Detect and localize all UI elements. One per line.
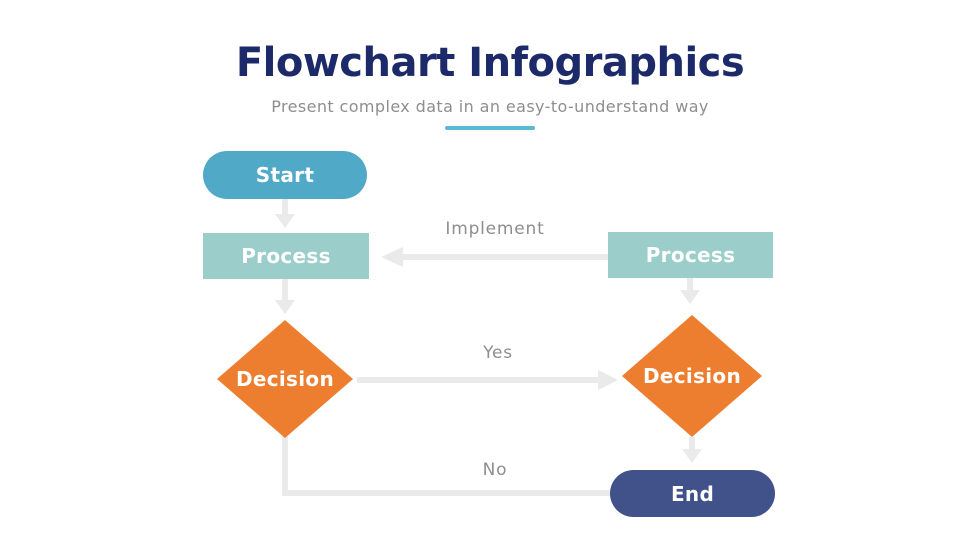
- arrowhead-right-icon: [598, 370, 618, 390]
- node-decision-left-label: Decision: [235, 367, 334, 391]
- page-title: Flowchart Infographics: [235, 40, 745, 86]
- arrowhead-down-icon: [275, 214, 295, 228]
- node-start-label: Start: [255, 163, 315, 187]
- edge-decision-right-to-end: [689, 437, 695, 449]
- edge-start-to-process-left: [282, 199, 288, 214]
- title-underline-accent: [445, 126, 535, 130]
- node-process-right: Process: [608, 232, 773, 278]
- edge-process-right-to-decision-right: [687, 278, 693, 290]
- node-decision-right-label: Decision: [642, 364, 741, 388]
- node-end-label: End: [670, 481, 715, 506]
- node-decision-right: Decision: [622, 315, 762, 437]
- node-process-left: Process: [203, 233, 369, 279]
- arrowhead-down-icon: [680, 290, 700, 304]
- node-end: End: [610, 470, 775, 517]
- page-subtitle: Present complex data in an easy-to-under…: [271, 97, 709, 116]
- node-process-right-label: Process: [645, 243, 736, 267]
- node-process-left-label: Process: [241, 244, 331, 268]
- arrowhead-down-icon: [275, 300, 295, 314]
- edge-process-left-to-decision-left: [282, 279, 288, 300]
- edge-label-no: No: [482, 460, 508, 480]
- edge-label-implement: Implement: [445, 219, 545, 239]
- node-start: Start: [203, 151, 367, 199]
- arrowhead-down-icon: [682, 449, 702, 463]
- edge-process-right-to-process-left: [403, 254, 608, 260]
- edge-no-vertical-segment: [282, 436, 288, 496]
- edge-label-yes: Yes: [483, 343, 513, 363]
- arrowhead-left-icon: [381, 247, 403, 267]
- edge-no-horizontal-segment: [282, 490, 612, 496]
- node-decision-left: Decision: [217, 320, 353, 438]
- edge-decision-left-to-decision-right: [357, 377, 598, 383]
